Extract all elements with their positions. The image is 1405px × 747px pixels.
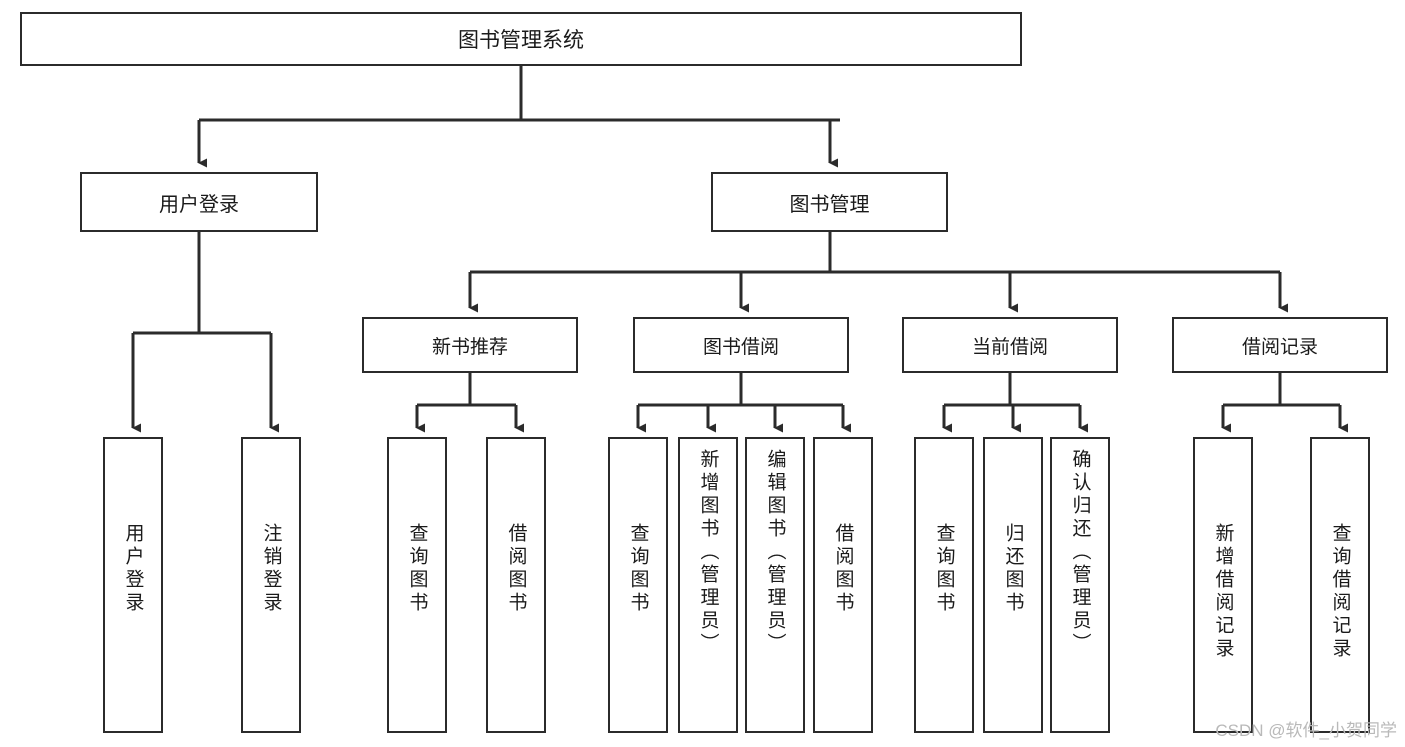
node-root[interactable]: 图书管理系统 (20, 12, 1022, 66)
leaf-return-books[interactable]: 归还图书 (983, 437, 1043, 733)
node-current-borrow[interactable]: 当前借阅 (902, 317, 1118, 373)
leaf-add-borrow-record[interactable]: 新增借阅记录 (1193, 437, 1253, 733)
node-label: 新增图书（管理员） (697, 449, 719, 656)
leaf-query-borrow-record[interactable]: 查询借阅记录 (1310, 437, 1370, 733)
node-label: 图书管理系统 (458, 29, 584, 52)
node-label: 新增借阅记录 (1212, 523, 1234, 661)
leaf-edit-book-admin[interactable]: 编辑图书（管理员） (745, 437, 805, 733)
node-label: 图书借阅 (702, 336, 779, 358)
node-label: 用户登录 (122, 523, 144, 615)
node-label: 确认归还（管理员） (1069, 449, 1091, 656)
leaf-query-books-current[interactable]: 查询图书 (914, 437, 974, 733)
leaf-query-books-recommend[interactable]: 查询图书 (387, 437, 447, 733)
node-user-login[interactable]: 用户登录 (80, 172, 318, 232)
node-new-book-recommend[interactable]: 新书推荐 (362, 317, 578, 373)
node-label: 注销登录 (260, 523, 282, 615)
node-borrow-records[interactable]: 借阅记录 (1172, 317, 1388, 373)
node-label: 编辑图书（管理员） (764, 449, 786, 656)
node-label: 借阅图书 (505, 523, 527, 615)
node-label: 归还图书 (1002, 523, 1024, 615)
node-label: 查询图书 (627, 523, 649, 615)
node-label: 当前借阅 (971, 336, 1048, 358)
node-label: 用户登录 (159, 193, 239, 216)
node-book-borrow[interactable]: 图书借阅 (633, 317, 849, 373)
leaf-add-book-admin[interactable]: 新增图书（管理员） (678, 437, 738, 733)
node-label: 借阅记录 (1241, 336, 1318, 358)
node-label: 图书管理 (789, 193, 870, 216)
node-label: 新书推荐 (431, 336, 508, 358)
watermark: CSDN @软件_小贺同学 (1215, 721, 1397, 740)
leaf-logout[interactable]: 注销登录 (241, 437, 301, 733)
node-book-management[interactable]: 图书管理 (711, 172, 948, 232)
leaf-confirm-return-admin[interactable]: 确认归还（管理员） (1050, 437, 1110, 733)
leaf-query-books-borrow[interactable]: 查询图书 (608, 437, 668, 733)
node-label: 查询图书 (406, 523, 428, 615)
leaf-user-login[interactable]: 用户登录 (103, 437, 163, 733)
node-label: 查询借阅记录 (1329, 523, 1351, 661)
leaf-borrow-books[interactable]: 借阅图书 (813, 437, 873, 733)
node-label: 查询图书 (933, 523, 955, 615)
node-label: 借阅图书 (832, 523, 854, 615)
leaf-borrow-books-recommend[interactable]: 借阅图书 (486, 437, 546, 733)
